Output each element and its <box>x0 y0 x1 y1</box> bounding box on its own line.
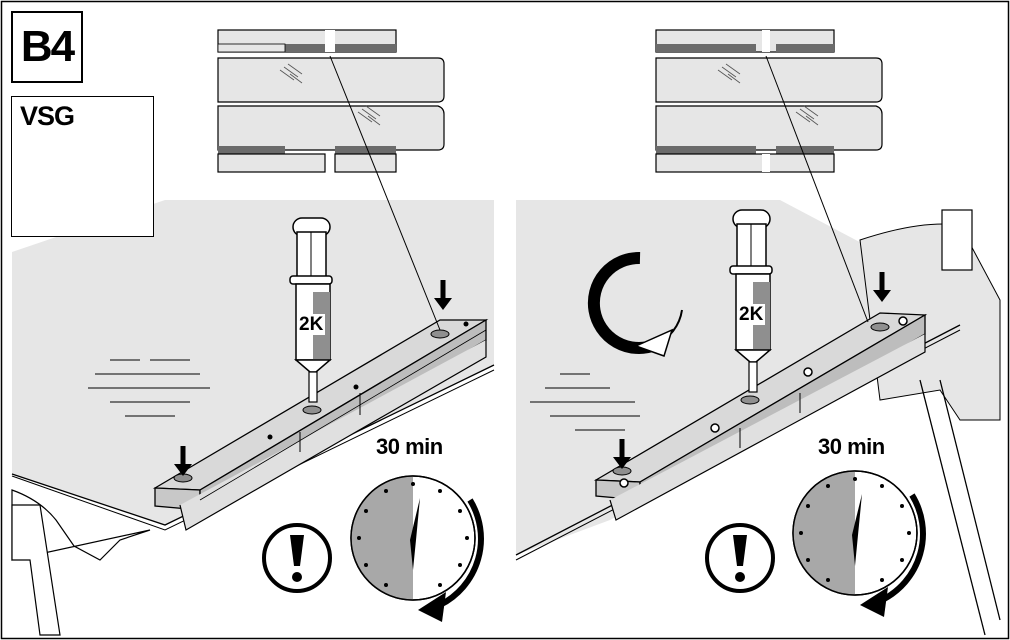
step-number-box: B4 <box>11 11 83 83</box>
right-panel <box>515 200 1001 636</box>
clock-icon <box>350 475 484 622</box>
syringe-label-left: 2K <box>297 314 326 335</box>
cure-time-label-right: 30 min <box>818 434 885 459</box>
rotate-arrow-icon <box>587 251 683 357</box>
left-panel <box>11 200 495 636</box>
step-number: B4 <box>20 22 75 71</box>
clock-icon <box>792 470 926 617</box>
glass-type-label: VSG <box>20 101 75 131</box>
exclamation-warning-icon <box>705 523 775 593</box>
joint-detail-inset-left <box>217 29 445 331</box>
glass-type-box <box>11 96 154 237</box>
syringe-label-right: 2K <box>737 304 766 325</box>
cure-time-label-left: 30 min <box>376 434 443 459</box>
joint-detail-inset-right <box>655 29 883 323</box>
exclamation-warning-icon <box>262 523 332 593</box>
